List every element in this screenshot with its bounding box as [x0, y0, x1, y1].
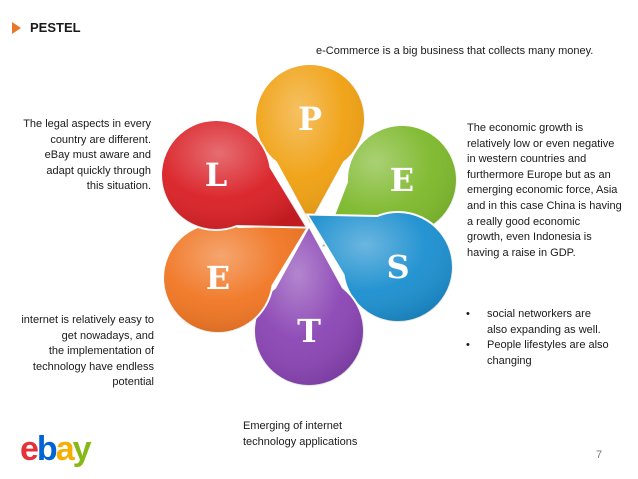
ebay-logo: ebay [20, 430, 92, 468]
text-line: technology have endless [32, 360, 154, 373]
environmental-description: internet is relatively easy to get nowad… [8, 313, 154, 391]
text-line: adapt quickly through [46, 164, 151, 177]
text-line: country are different. [50, 133, 151, 146]
text-line: The economic growth is [467, 122, 584, 134]
text-line: social networkers are [487, 308, 591, 320]
text-line: the implementation of [48, 345, 154, 358]
text-line: and in this case China is having [467, 199, 622, 212]
petal-technological: T [253, 223, 365, 387]
petal-letter: L [205, 156, 228, 194]
logo-letter: e [20, 430, 39, 468]
text-line: Emerging of internet [243, 420, 343, 432]
petal-highlight [307, 212, 453, 323]
text-line: emerging economic force, Asia [467, 184, 618, 197]
header-arrow-icon [12, 21, 21, 34]
slide-title: PESTEL [30, 20, 81, 35]
petal-highlight [254, 226, 364, 387]
text-line: changing [487, 354, 532, 367]
economic-description: The economic growth is relatively low or… [467, 121, 627, 261]
technological-description: Emerging of internet technology applicat… [243, 419, 403, 450]
logo-letter: b [36, 430, 58, 468]
social-description: social networkers are also expanding as … [466, 307, 636, 369]
bullet-item: People lifestyles are also changing [466, 338, 636, 369]
text-line: technology applications [243, 435, 358, 448]
petal-letter: P [298, 100, 322, 138]
petal-letter: E [206, 259, 230, 297]
logo-letter: y [72, 430, 92, 468]
petal-letter: T [297, 312, 321, 350]
petal-legal: L [160, 118, 309, 231]
petal-highlight [254, 63, 365, 224]
text-line: furthermore Europe but as an [467, 168, 611, 181]
text-line: having a raise in GDP. [467, 246, 576, 259]
petal-letter: E [390, 161, 414, 199]
logo-letter: a [55, 430, 75, 468]
petal-letter: S [386, 248, 409, 286]
text-line: relatively low or even negative [467, 137, 615, 150]
text-line: People lifestyles are also [487, 339, 609, 352]
petal-social: S [305, 211, 454, 324]
petal-highlight [163, 223, 309, 334]
petal-political: P [254, 63, 366, 227]
text-line: The legal aspects in every [23, 118, 151, 130]
text-line: potential [112, 376, 154, 389]
text-line: this situation. [86, 180, 151, 193]
social-bullet-list: social networkers are also expanding as … [466, 307, 636, 369]
text-line: a really good economic [467, 215, 581, 228]
slide-header: PESTEL [12, 20, 81, 35]
political-description: e-Commerce is a big business that collec… [316, 45, 594, 57]
petal-highlight [161, 119, 307, 230]
text-line: eBay must aware and [44, 149, 151, 162]
bullet-item: social networkers are also expanding as … [466, 307, 636, 338]
text-line: in western countries and [467, 153, 587, 166]
text-line: also expanding as well. [487, 323, 601, 336]
text-line: internet is relatively easy to [21, 314, 154, 326]
legal-description: The legal aspects in every country are d… [8, 117, 151, 195]
text-line: get nowadays, and [61, 329, 154, 342]
text-line: growth, even Indonesia is [467, 231, 592, 244]
page-number: 7 [596, 449, 603, 461]
